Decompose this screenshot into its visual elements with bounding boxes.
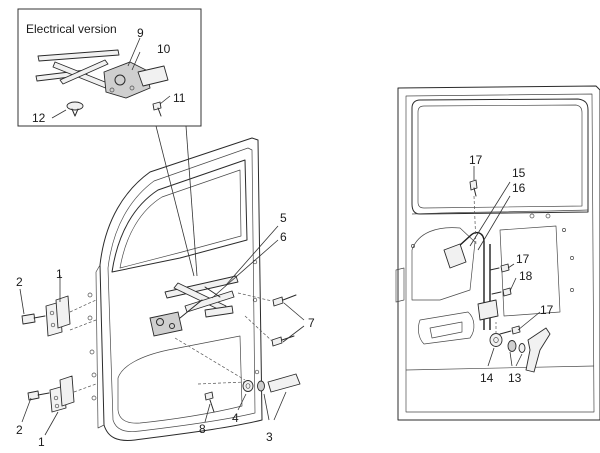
upper-hinge: [45, 295, 71, 337]
callout-17-mid: 17: [516, 252, 530, 266]
handle-3: [257, 373, 301, 393]
callout-18: 18: [519, 269, 533, 283]
callout-16: 16: [512, 181, 526, 195]
callout-leaders: [19, 166, 541, 436]
screw-17-mid: [489, 263, 510, 273]
bolt-8: [197, 381, 246, 413]
callout-15: 15: [512, 166, 526, 180]
window-regulator-sliding: [443, 181, 511, 330]
callout-5: 5: [280, 211, 287, 225]
callout-9: 9: [137, 26, 144, 40]
callout-14: 14: [480, 371, 494, 385]
screw-17-right: [499, 325, 521, 335]
callout-17-right: 17: [540, 303, 554, 317]
callout-10: 10: [157, 42, 171, 56]
callout-2-bottom: 2: [16, 423, 23, 437]
front-door-panel: [87, 137, 263, 441]
lower-hinge: [49, 375, 75, 413]
washer-4: [242, 380, 254, 392]
handle-13: [507, 327, 551, 373]
inset-title: Electrical version: [26, 22, 117, 36]
electrical-version-inset: [17, 8, 202, 127]
callout-2-top: 2: [16, 275, 23, 289]
hinge-bolt-lower: [27, 390, 50, 401]
washer-14: [489, 333, 503, 347]
callout-7: 7: [308, 316, 315, 330]
callout-6: 6: [280, 230, 287, 244]
callout-17-top: 17: [469, 153, 483, 167]
callout-1-top: 1: [56, 267, 63, 281]
callout-13: 13: [508, 371, 522, 385]
callout-1-bottom: 1: [38, 435, 45, 449]
screw-17-top: [469, 179, 478, 197]
callout-3: 3: [266, 430, 273, 444]
callout-12: 12: [32, 111, 46, 125]
sliding-door-panel: [395, 85, 600, 421]
screws-7: [237, 292, 297, 347]
callout-11: 11: [173, 91, 186, 105]
window-regulator-manual: [149, 275, 239, 337]
callout-8: 8: [199, 422, 206, 436]
screw-18: [491, 287, 512, 297]
callout-4: 4: [232, 411, 239, 425]
hinge-bolt-upper: [21, 313, 46, 325]
